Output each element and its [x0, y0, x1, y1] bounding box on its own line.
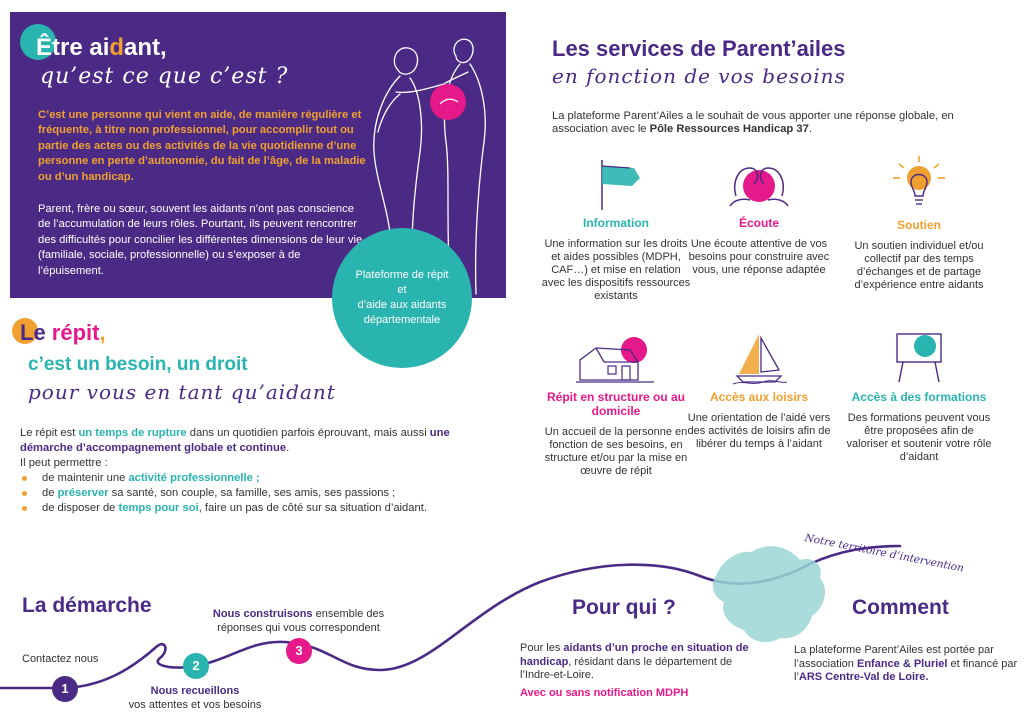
step-3-desc-b: réponses qui vous correspondent — [217, 622, 380, 634]
services-subtitle: en fonction de vos besoins — [552, 64, 846, 88]
service-desc: Un soutien individuel et/ou collectif pa… — [854, 240, 984, 291]
service-desc: Une écoute attentive de vos besoins pour… — [688, 238, 830, 276]
aidant-title-a: Être ai — [36, 34, 110, 61]
step-2-badge: 2 — [183, 653, 209, 679]
list-item-bold: préserver — [57, 487, 109, 499]
pourqui-body: Pour les aidants d’un proche en situatio… — [520, 642, 760, 700]
repit-subtitle2: pour vous en tant qu’aidant — [28, 380, 336, 404]
step-1-badge: 1 — [52, 676, 78, 702]
comment-body: La plateforme Parent’Ailes est portée pa… — [794, 644, 1018, 685]
aidants-illustration-icon — [373, 38, 486, 295]
service-desc: Un accueil de la personne en fonction de… — [544, 426, 688, 477]
service-ecoute: Écoute Une écoute attentive de vos besoi… — [684, 156, 834, 277]
repit-subtitle: c’est un besoin, un droit — [28, 354, 248, 375]
service-loisirs: Accès aux loisirs Une orientation de l’a… — [684, 330, 834, 451]
comment-a: La plateforme Parent’Ailes est portée pa… — [794, 644, 994, 670]
repit-intro-a: Le répit est — [20, 427, 79, 439]
step-3-bold: Nous construisons — [212, 608, 313, 620]
list-item-bold: temps pour soi — [118, 502, 199, 514]
title-dot — [20, 24, 56, 60]
service-desc: Une information sur les droits et aides … — [541, 238, 691, 302]
pourqui-note: Avec ou sans notification MDPH — [520, 686, 689, 699]
comment-b: Enfance & Pluriel — [856, 657, 948, 670]
service-name: Accès à des formations — [851, 390, 987, 404]
demarche-title: La démarche — [22, 594, 152, 617]
repit-intro-e: . — [286, 442, 290, 454]
repit-title: Le répit, — [20, 320, 106, 346]
service-name: Accès aux loisirs — [709, 390, 809, 404]
service-desc: Des formations peuvent vous être proposé… — [846, 412, 992, 463]
services-title: Les services de Parent’ailes — [552, 36, 846, 61]
comment-title: Comment — [852, 596, 949, 619]
step-2-desc: vos attentes et vos besoins — [128, 699, 262, 711]
repit-title-c: , — [99, 320, 106, 345]
step-2-text: Nous recueillons vos attentes et vos bes… — [110, 684, 280, 712]
repit-body: Le répit est un temps de rupture dans un… — [20, 426, 500, 516]
service-name: Répit en structure ou au domicile — [546, 390, 686, 418]
board-icon — [896, 333, 942, 383]
list-item-bold: activité professionnelle ; — [128, 472, 260, 484]
service-soutien: Soutien Un soutien individuel et/ou coll… — [844, 154, 994, 292]
house-icon — [576, 337, 654, 383]
demarche-path — [0, 544, 902, 690]
services-intro-b: Pôle Ressources Handicap 37 — [649, 123, 809, 135]
service-formations: Accès à des formations Des formations pe… — [844, 330, 994, 464]
comment-c: et financé par l’ — [794, 657, 1018, 684]
step-3-desc-a: ensemble des — [312, 608, 385, 620]
aidant-definition: C’est une personne qui vient en aide, de… — [38, 109, 366, 183]
repit-intro-c: dans un quotidien parfois éprouvant, mai… — [186, 427, 430, 439]
list-item-text: de — [42, 487, 58, 499]
lightbulb-icon — [893, 156, 945, 205]
step-1-text: Contactez nous — [22, 653, 99, 665]
aidant-title-b: d — [109, 34, 125, 61]
signpost-icon — [601, 160, 640, 210]
repit-title-b: répit — [51, 320, 100, 345]
listening-people-icon — [729, 167, 789, 207]
list-item: de disposer de temps pour soi, faire un … — [20, 501, 500, 516]
indre-et-loire-map — [712, 546, 826, 643]
step-3-badge: 3 — [286, 638, 312, 664]
badge-line4: départementale — [363, 314, 441, 326]
badge-line3: d’aide aux aidants — [357, 299, 447, 311]
repit-intro2: Il peut permettre : — [20, 457, 108, 469]
service-repit: Répit en structure ou au domicile Un acc… — [541, 330, 691, 478]
aidant-context: Parent, frère ou sœur, souvent les aidan… — [38, 203, 363, 277]
badge-line1: Plateforme de répit — [355, 269, 449, 281]
badge-line2: et — [397, 284, 407, 296]
repit-intro: Le répit est un temps de rupture dans un… — [20, 426, 500, 456]
service-name: Écoute — [738, 216, 779, 230]
services-intro: La plateforme Parent’Ailes a le souhait … — [552, 110, 992, 136]
service-information: Information Une information sur les droi… — [541, 156, 691, 303]
services-intro-c: . — [808, 123, 812, 135]
list-item: de préserver sa santé, son couple, sa fa… — [20, 486, 500, 501]
pourqui-title: Pour qui ? — [572, 596, 676, 619]
service-name: Information — [583, 216, 649, 230]
comment-d: ARS Centre-Val de Loire. — [798, 671, 929, 683]
aidant-subtitle: qu’est ce que c’est ? — [40, 64, 289, 89]
repit-intro-b: un temps de rupture — [78, 427, 187, 439]
service-desc: Une orientation de l’aidé vers des activ… — [687, 412, 831, 450]
list-item-text: , faire un pas de côté sur sa situation … — [198, 502, 427, 514]
services-intro-a: La plateforme Parent’Ailes a le souhait … — [552, 110, 954, 135]
step-3-text: Nous construisons ensemble des réponses … — [196, 607, 401, 635]
repit-dot — [12, 318, 38, 344]
repit-intro-d: une démarche d’accompagnement globale et… — [20, 427, 450, 454]
repit-list: de maintenir une activité professionnell… — [20, 471, 500, 516]
repit-title-a: Le — [20, 320, 52, 345]
list-item-text: de maintenir une — [42, 472, 129, 484]
aidant-panel: Être aidant, qu’est ce que c’est ? C’est… — [10, 12, 506, 298]
list-item-text: de disposer de — [42, 502, 119, 514]
service-name: Soutien — [897, 218, 941, 232]
pourqui-c: , résidant dans le département de l’Indr… — [520, 655, 733, 682]
step-2-bold: Nous recueillons — [150, 685, 240, 697]
aidant-title-c: ant, — [124, 34, 167, 61]
aidant-title: Être aidant, — [36, 34, 167, 62]
list-item-text: sa santé, son couple, sa famille, ses am… — [108, 487, 396, 499]
platform-badge: Plateforme de répit et d’aide aux aidant… — [332, 228, 472, 368]
pourqui-b: aidants d’un proche en situation de hand… — [520, 642, 749, 668]
pourqui-a: Pour les — [520, 642, 564, 654]
list-item: de maintenir une activité professionnell… — [20, 471, 500, 486]
sailboat-icon — [732, 334, 788, 385]
